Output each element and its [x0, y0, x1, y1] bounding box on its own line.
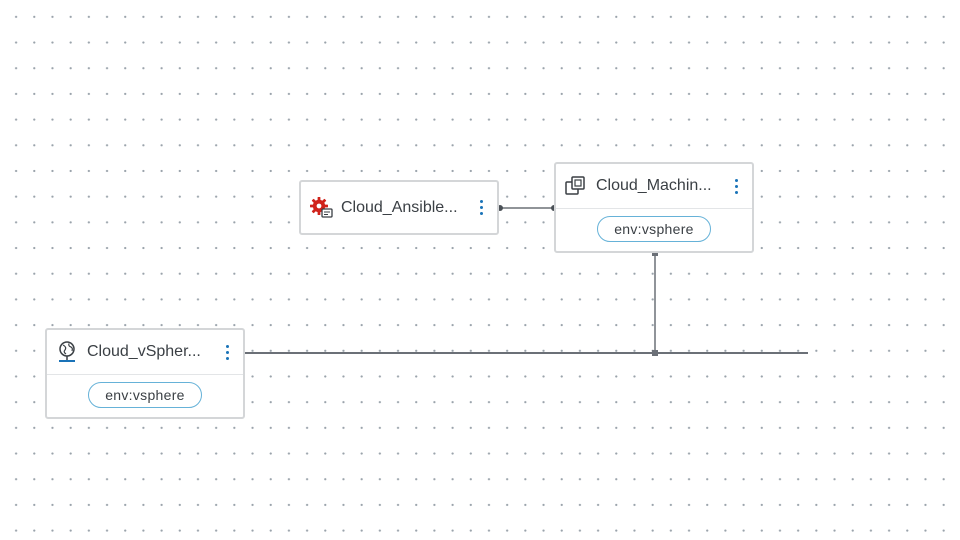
- tag-pill[interactable]: env:vsphere: [597, 216, 711, 242]
- node-divider: [47, 374, 243, 375]
- node-cloud-vsphere-network[interactable]: Cloud_vSpher... env:vsphere: [45, 328, 245, 419]
- node-title: Cloud_Machin...: [596, 177, 712, 194]
- node-divider: [556, 208, 752, 209]
- node-cloud-ansible[interactable]: Cloud_Ansible...: [299, 180, 499, 235]
- tag-pill[interactable]: env:vsphere: [88, 382, 202, 408]
- node-menu-button[interactable]: [728, 174, 744, 198]
- node-title: Cloud_Ansible...: [341, 198, 458, 216]
- network-globe-icon: [55, 340, 79, 364]
- node-cloud-machine[interactable]: Cloud_Machin... env:vsphere: [554, 162, 754, 253]
- machine-icon: [564, 174, 588, 198]
- node-tags: env:vsphere: [556, 209, 752, 249]
- node-menu-button[interactable]: [219, 340, 235, 364]
- ansible-gear-icon: [309, 196, 333, 220]
- node-menu-button[interactable]: [473, 196, 489, 220]
- node-title: Cloud_vSpher...: [87, 343, 201, 360]
- node-tags: env:vsphere: [47, 375, 243, 415]
